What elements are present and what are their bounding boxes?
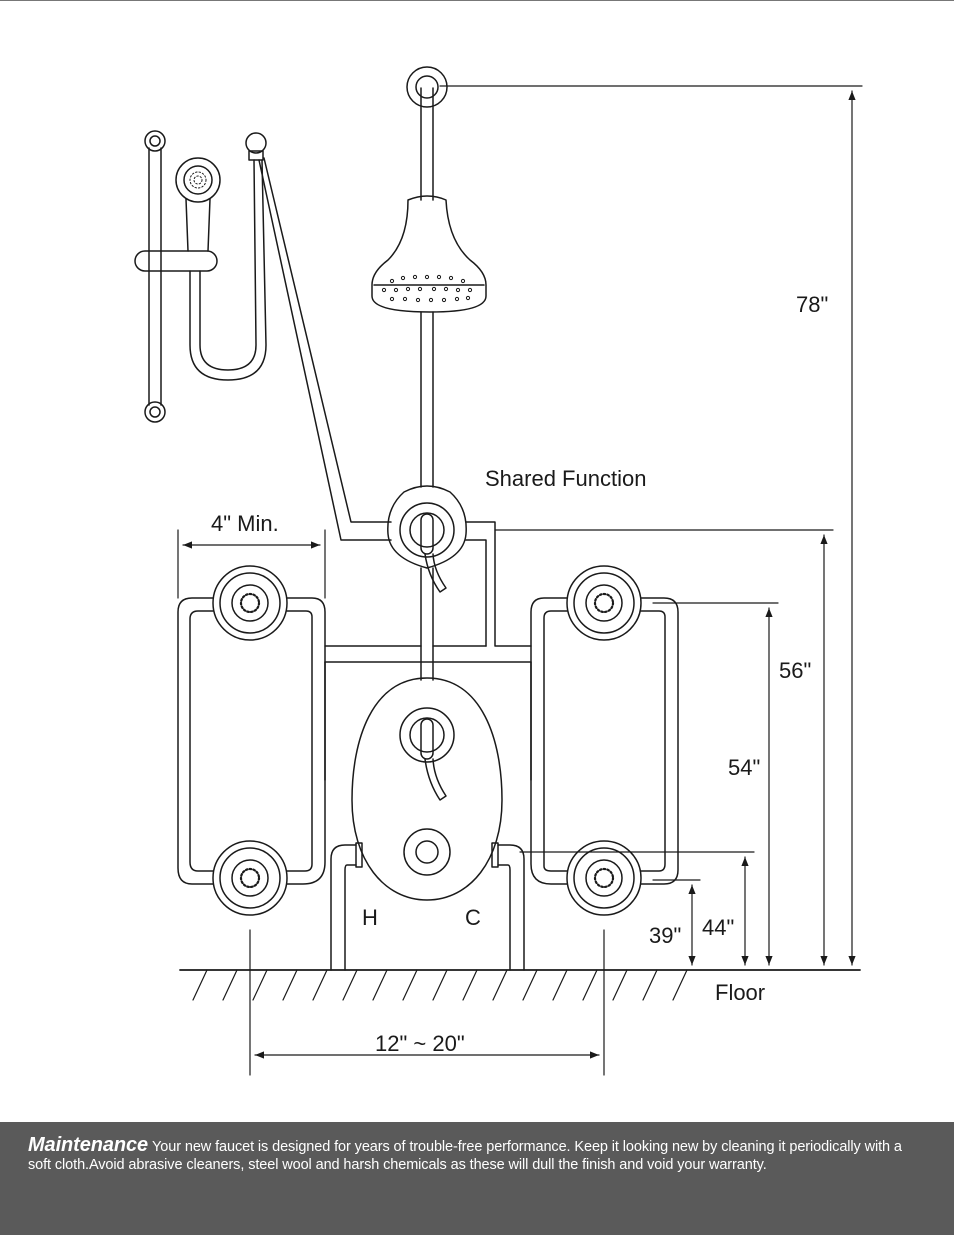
body-spray-top-left <box>212 565 288 641</box>
body-spray-loops <box>177 597 679 885</box>
width-min-label: 4" Min. <box>211 511 279 536</box>
hot-supply-label: H <box>362 905 378 930</box>
shower-installation-diagram: Shared Function 4" Min. 78" 56" 54" 44" … <box>134 66 863 1076</box>
floor-hatching <box>179 969 861 1001</box>
dimension-lines <box>177 85 863 1076</box>
shared-function-valve <box>387 485 532 681</box>
maintenance-text: Your new faucet is designed for years of… <box>28 1139 902 1173</box>
diagram-labels: Shared Function 4" Min. 78" 56" 54" 44" … <box>211 292 828 1056</box>
hand-shower-nozzles-icon <box>189 171 207 189</box>
height-54-label: 54" <box>728 755 760 780</box>
overhead-shower <box>371 66 487 488</box>
height-39-label: 39" <box>649 923 681 948</box>
main-valve <box>351 677 503 901</box>
floor-label: Floor <box>715 980 765 1005</box>
hand-shower <box>134 130 392 541</box>
body-spray-top-right <box>566 565 642 641</box>
spacing-label: 12" ~ 20" <box>375 1031 465 1056</box>
height-78-label: 78" <box>796 292 828 317</box>
mounting-frame <box>324 645 532 781</box>
height-56-label: 56" <box>779 658 811 683</box>
top-rule <box>0 0 954 1</box>
supply-pipes <box>330 842 525 971</box>
shared-function-label: Shared Function <box>485 466 646 491</box>
height-44-label: 44" <box>702 915 734 940</box>
cold-supply-label: C <box>465 905 481 930</box>
showerhead-nozzles-icon <box>381 274 473 303</box>
body-spray-bottom-left <box>212 840 288 916</box>
maintenance-title: Maintenance <box>28 1134 149 1156</box>
body-spray-bottom-right <box>566 840 642 916</box>
